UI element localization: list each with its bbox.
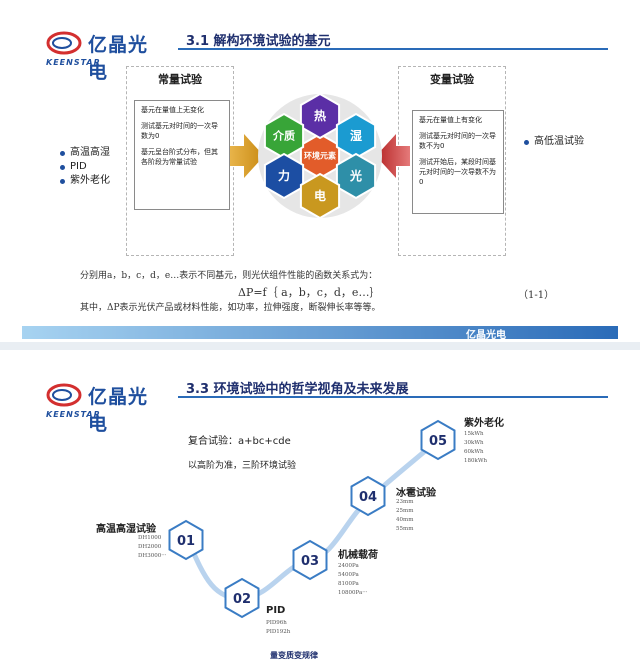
right-arrow-icon <box>376 134 410 178</box>
step-number-05: 05 <box>429 434 447 449</box>
step4-details: 23mm 25mm 40mm 55mm <box>396 498 413 534</box>
hex-label-bottom-right: 光 <box>349 168 362 183</box>
detail-item: 10800Pa··· <box>338 590 368 596</box>
detail-item: 15kWh <box>464 431 484 437</box>
hex-top-left <box>263 112 305 160</box>
list-item: PID <box>58 160 110 174</box>
left-arrow-icon <box>230 134 264 178</box>
list-item: 高温高湿 <box>58 146 110 160</box>
logo-cn-text: 亿晶光电 <box>88 386 149 435</box>
detail-item: PID96h <box>266 620 287 626</box>
constant-test-title: 常量试验 <box>158 73 202 86</box>
environment-elements-diagram: 环境元素 热介质 湿力 光电 <box>230 92 410 220</box>
note-item: 基元呈台阶式分布，但其各阶段为常量试验 <box>141 148 218 166</box>
step1-label: 高温高湿试验 <box>96 524 156 535</box>
composite-test-formula: 复合试验：a+bc+cde <box>188 436 291 447</box>
detail-item: 2400Pa <box>338 563 359 569</box>
step-hex-05 <box>420 419 456 461</box>
equation-number: （1-1） <box>518 290 555 301</box>
list-item: 高低温试验 <box>522 135 584 149</box>
step-hex-04 <box>350 475 386 517</box>
composite-test-note: 以高阶为准，三阶环境试验 <box>188 461 297 471</box>
variable-test-notes: 基元在量值上有变化 测试基元对时间的一次导数不为0 测试开始后，某段时间基元对时… <box>412 110 504 214</box>
hex-label-bottom: 电 <box>314 188 326 203</box>
logo-swirl-icon <box>46 31 82 55</box>
step-hex-03 <box>292 539 328 581</box>
title-rule <box>178 48 608 50</box>
detail-item: 5400Pa <box>338 572 359 578</box>
detail-item: 180kWh <box>464 458 488 464</box>
detail-item: DH1000 <box>138 535 162 541</box>
note-item: 基元在量值上无变化 <box>141 106 204 114</box>
detail-item: 8100Pa <box>338 581 359 587</box>
step5-label: 紫外老化 <box>464 418 504 429</box>
step-number-03: 03 <box>301 554 319 569</box>
logo-cn-text: 亿晶光电 <box>88 34 149 83</box>
constant-test-list: 高温高湿 PID 紫外老化 <box>58 146 110 188</box>
logo-en-text: KEENSTAR <box>46 410 101 419</box>
variable-test-title: 变量试验 <box>430 73 474 86</box>
note-item: 测试开始后，某段时间基元对时间的一次导数不为0 <box>419 158 496 186</box>
step3-details: 2400Pa 5400Pa 8100Pa 10800Pa··· <box>338 562 367 598</box>
step5-details: 15kWh 30kWh 60kWh 180kWh <box>464 430 487 466</box>
hex-top-right <box>335 112 377 160</box>
detail-item: 60kWh <box>464 449 484 455</box>
step-hex-02 <box>224 577 260 619</box>
detail-item: 30kWh <box>464 440 484 446</box>
step2-label: PID <box>266 605 286 616</box>
step-number-04: 04 <box>359 490 377 505</box>
slide-philosophy-future: 亿晶光电 KEENSTAR 3.3 环境试验中的哲学视角及未来发展 复合试验：a… <box>0 350 640 672</box>
logo-swirl-icon <box>46 383 82 407</box>
slide2-title: 3.3 环境试验中的哲学视角及未来发展 <box>186 382 409 397</box>
note-item: 测试基元对时间的一次导数为0 <box>141 122 218 140</box>
detail-item: PID192h <box>266 629 291 635</box>
detail-item: 23mm <box>396 499 414 505</box>
footer-bar <box>22 326 618 339</box>
step3-label: 机械载荷 <box>338 550 378 561</box>
slide1-title: 3.1 解构环境试验的基元 <box>186 34 331 49</box>
hex-label-top-right: 湿 <box>350 128 362 143</box>
title-rule <box>178 396 608 398</box>
progression-diagram: 01 02 03 04 05 <box>168 419 456 619</box>
company-logo: 亿晶光电 KEENSTAR <box>46 26 166 83</box>
detail-item: DH2000 <box>138 544 162 550</box>
equation-intro: 分别用a，b，c，d，e…表示不同基元，则光伏组件性能的函数关系式为： <box>80 271 378 281</box>
step-number-02: 02 <box>233 592 251 607</box>
slide-divider <box>0 342 640 350</box>
step4-label: 冰雹试验 <box>396 488 436 499</box>
hex-label-top: 热 <box>314 108 326 123</box>
hex-label-center: 环境元素 <box>304 151 336 161</box>
constant-test-notes: 基元在量值上无变化 测试基元对时间的一次导数为0 基元呈台阶式分布，但其各阶段为… <box>134 100 230 210</box>
step-number-01: 01 <box>177 534 195 549</box>
hex-label-top-left: 介质 <box>272 129 295 143</box>
detail-item: 40mm <box>396 517 414 523</box>
list-item: 紫外老化 <box>58 174 110 188</box>
detail-item: 25mm <box>396 508 414 514</box>
footer-logo: 亿晶光电 <box>466 330 506 341</box>
note-item: 测试基元对时间的一次导数不为0 <box>419 132 496 150</box>
slide-environment-basis: 亿晶光电 KEENSTAR 3.1 解构环境试验的基元 常量试验 基元在量值上无… <box>22 26 618 341</box>
logo-en-text: KEENSTAR <box>46 58 101 67</box>
step-hex-01 <box>168 519 204 561</box>
detail-item: 55mm <box>396 526 414 532</box>
equation-explain: 其中，ΔP表示光伏产品或材料性能，如功率，拉伸强度，断裂伸长率等等。 <box>80 303 381 313</box>
variable-test-list: 高低温试验 <box>522 135 584 149</box>
note-item: 基元在量值上有变化 <box>419 116 482 124</box>
hex-label-bottom-left: 力 <box>278 168 290 183</box>
hex-bottom <box>299 172 341 220</box>
equation-formula: ΔP=f｛ a，b，c，d，e…｝ <box>238 286 381 299</box>
company-logo: 亿晶光电 KEENSTAR <box>46 378 166 435</box>
detail-item: DH3000··· <box>138 553 167 559</box>
bottom-caption: 量变质变规律 <box>270 651 318 660</box>
